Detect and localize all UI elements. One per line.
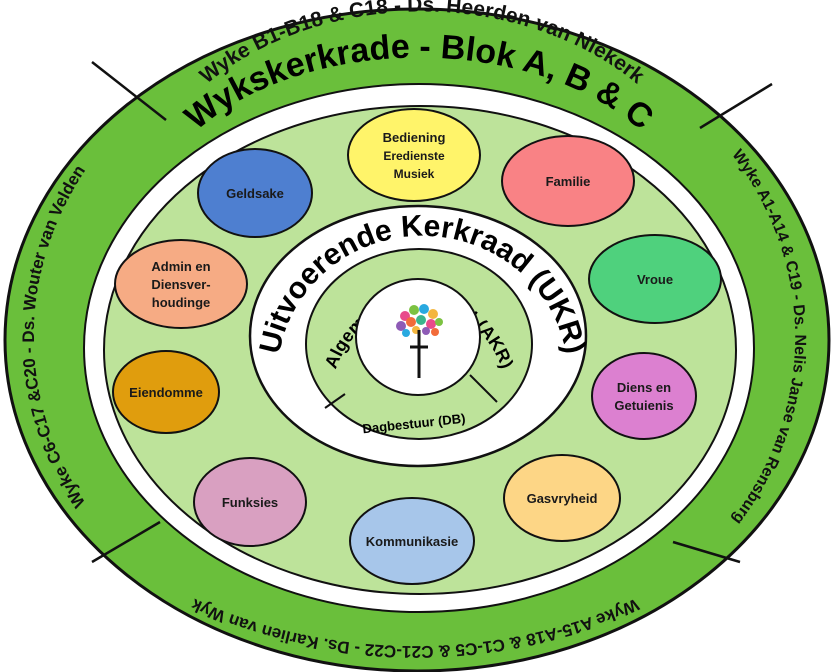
bubble-label: Eredienste	[383, 149, 445, 163]
bubble-diens-en-getuienis: Diens en Getuienis	[591, 352, 697, 440]
bubble-label: Gasvryheid	[527, 491, 598, 506]
bubble-label: Diens en	[617, 380, 671, 395]
bubble-shape	[347, 108, 481, 202]
bubble-label: Vroue	[637, 272, 673, 287]
outer-ring-dividers	[91, 61, 773, 564]
bubble-label: Funksies	[222, 495, 278, 510]
bubble-shape	[503, 454, 621, 542]
bubble-shape	[588, 234, 722, 324]
bubble-label: Getuienis	[614, 398, 673, 413]
bubble-gasvryheid: Gasvryheid	[503, 454, 621, 542]
bubble-shape	[193, 457, 307, 547]
bubble-eiendomme: Eiendomme	[112, 350, 220, 434]
bubble-familie: Familie	[501, 135, 635, 227]
db-dividers	[324, 374, 498, 409]
bubble-shape	[349, 497, 475, 585]
bubble-label: Familie	[546, 174, 591, 189]
bubble-label: Admin en	[151, 259, 210, 274]
bubble-label: houdinge	[152, 295, 211, 310]
bubble-label: Diensver-	[151, 277, 210, 292]
bubble-label: Musiek	[394, 167, 435, 181]
bubble-shape	[501, 135, 635, 227]
bubble-shape	[112, 350, 220, 434]
bubble-label: Kommunikasie	[366, 534, 458, 549]
bubble-funksies: Funksies	[193, 457, 307, 547]
bubble-kommunikasie: Kommunikasie	[349, 497, 475, 585]
bubble-geldsake: Geldsake	[197, 148, 313, 238]
bubble-label: Eiendomme	[129, 385, 203, 400]
tree-cross-icon	[396, 304, 443, 378]
bubble-label: Bediening	[383, 130, 446, 145]
bubble-vroue: Vroue	[588, 234, 722, 324]
bubble-shape	[114, 239, 248, 329]
bubble-admin-en-diensverhoudinge: Admin en Diensver-houdinge	[114, 239, 248, 329]
bubble-shape	[197, 148, 313, 238]
bubble-shape	[591, 352, 697, 440]
bubble-label: Geldsake	[226, 186, 284, 201]
